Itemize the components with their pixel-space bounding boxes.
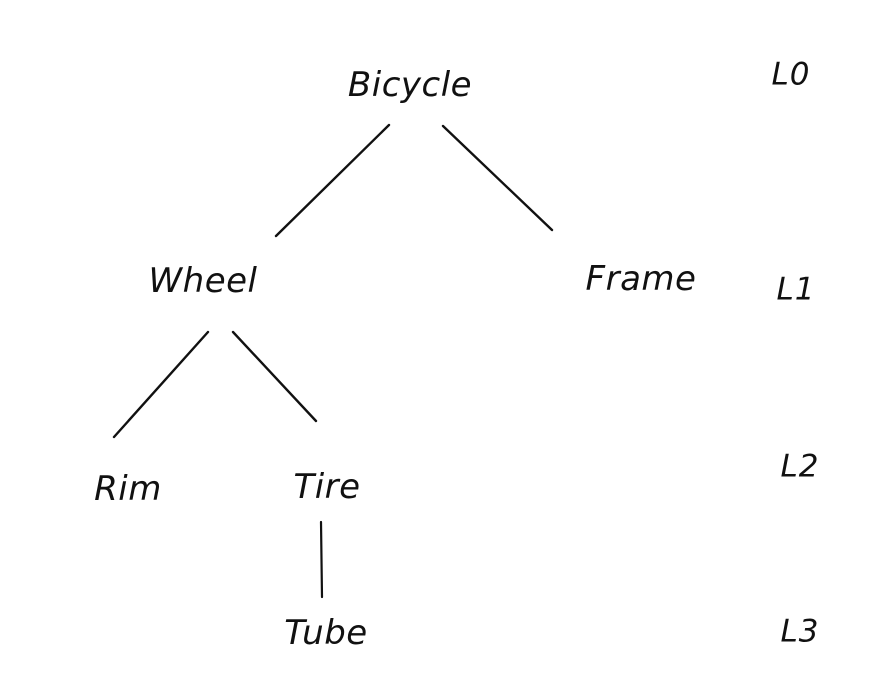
edge-wheel-tire — [231, 330, 318, 423]
level-label-l2: L2 — [780, 448, 820, 485]
node-tube: Tube — [284, 613, 368, 653]
edge-bicycle-wheel — [274, 123, 391, 238]
level-label-l1: L1 — [776, 271, 816, 308]
level-label-l0: L0 — [771, 56, 811, 93]
node-rim: Rim — [94, 469, 162, 509]
node-wheel: Wheel — [148, 261, 258, 301]
node-bicycle: Bicycle — [347, 65, 473, 105]
edge-tire-tube — [319, 520, 324, 599]
node-tire: Tire — [293, 467, 361, 507]
edge-wheel-rim — [112, 330, 210, 439]
edge-bicycle-frame — [441, 124, 554, 232]
level-label-l3: L3 — [780, 613, 820, 650]
node-frame: Frame — [585, 259, 697, 299]
